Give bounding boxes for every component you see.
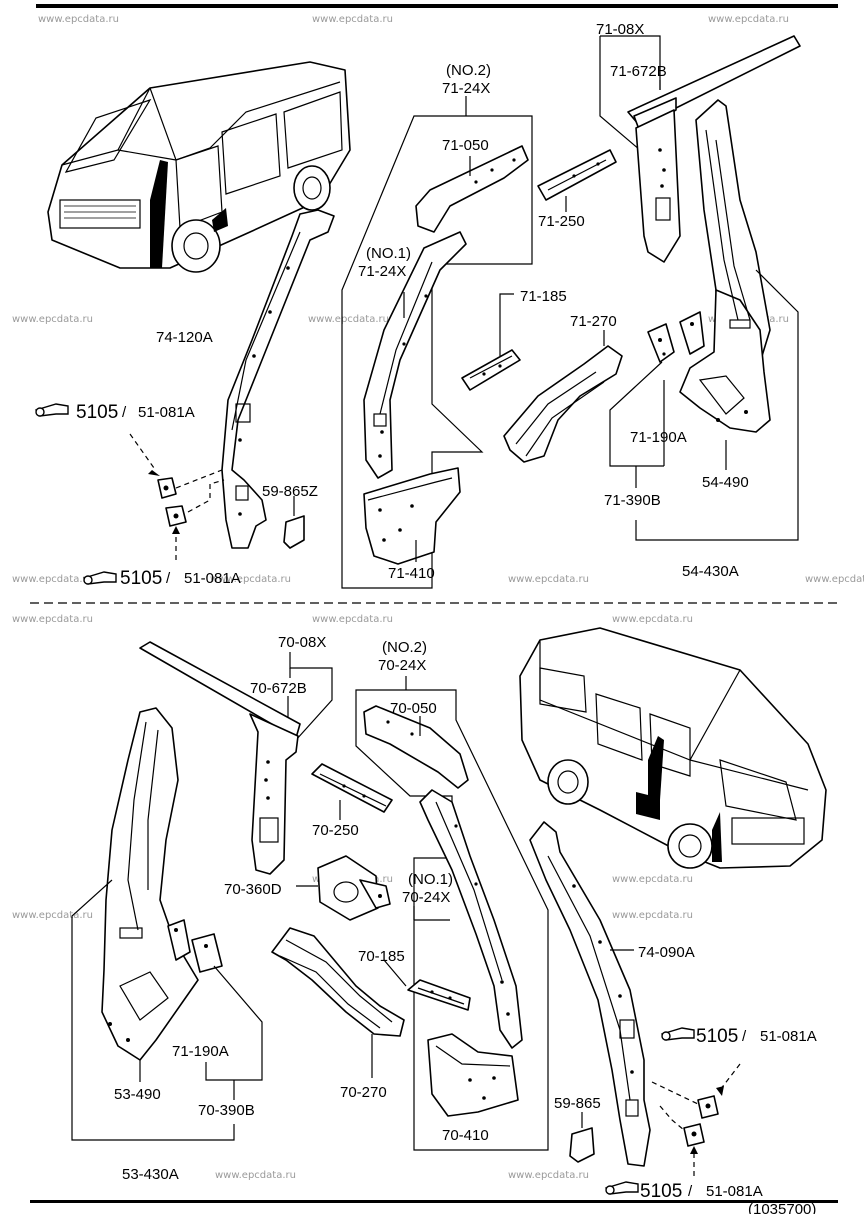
label-70-410[interactable]: 70-410 [442,1127,489,1144]
ref-num-bottom-2[interactable]: 5105 [640,1181,682,1202]
ref-sub-top-1[interactable]: 51-081A [138,404,195,421]
label-70-24x-no2[interactable]: 70-24X [378,657,426,674]
ref-slash-top-1: / [122,404,127,421]
label-54-490[interactable]: 54-490 [702,474,749,491]
part-54-490[interactable] [679,99,771,433]
footer-code: (1035700) [748,1201,816,1214]
label-71-190a[interactable]: 71-190A [630,429,687,446]
part-71-190a[interactable] [647,311,705,363]
part-70-270[interactable] [271,927,405,1037]
part-70-250[interactable] [311,763,393,813]
pointing-hand-icon [34,403,69,417]
label-no2-top: (NO.2) [446,62,491,79]
part-71-672b[interactable] [627,35,801,263]
label-53-430a[interactable]: 53-430A [122,1166,179,1183]
label-71-270[interactable]: 71-270 [570,313,617,330]
svg-text:www.epcdata.ru: www.epcdata.ru [12,314,93,325]
ref-num-top-1[interactable]: 5105 [76,402,118,423]
pointing-hand-icon [604,1181,639,1195]
svg-text:www.epcdata.ru: www.epcdata.ru [312,14,393,25]
label-59-865z[interactable]: 59-865Z [262,483,318,500]
svg-text:www.epcdata.ru: www.epcdata.ru [508,574,589,585]
part-70-360d[interactable] [317,855,391,921]
label-71-190a-bottom[interactable]: 71-190A [172,1043,229,1060]
label-70-360d[interactable]: 70-360D [224,881,282,898]
bottom-border [30,1200,838,1203]
clip-parts-top[interactable] [157,477,187,527]
top-border [36,4,838,8]
svg-text:www.epcdata.ru: www.epcdata.ru [210,574,291,585]
label-70-672b[interactable]: 70-672B [250,680,307,697]
label-71-390b[interactable]: 71-390B [604,492,661,509]
pointing-hand-icon [82,571,117,585]
label-59-865[interactable]: 59-865 [554,1095,601,1112]
label-no2-bottom: (NO.2) [382,639,427,656]
svg-text:www.epcdata.ru: www.epcdata.ru [12,614,93,625]
label-74-120a[interactable]: 74-120A [156,329,213,346]
part-71-190a-bottom[interactable] [167,919,223,973]
label-70-250[interactable]: 70-250 [312,822,359,839]
part-59-865[interactable] [569,1127,595,1163]
clip-parts-bottom[interactable] [683,1095,719,1147]
part-71-250[interactable] [537,149,617,201]
label-71-050[interactable]: 71-050 [442,137,489,154]
part-71-270[interactable] [503,345,623,463]
svg-text:www.epcdata.ru: www.epcdata.ru [612,614,693,625]
svg-text:www.epcdata.ru: www.epcdata.ru [508,1170,589,1181]
label-70-185[interactable]: 70-185 [358,948,405,965]
label-70-24x-no1[interactable]: 70-24X [402,889,450,906]
ref-slash-bottom-1: / [742,1028,747,1045]
part-70-410[interactable] [427,1033,519,1117]
part-71-24x-no1[interactable] [363,231,467,479]
ref-slash-bottom-2: / [688,1183,693,1200]
ref-num-bottom-1[interactable]: 5105 [696,1026,738,1047]
label-53-490[interactable]: 53-490 [114,1086,161,1103]
part-71-185[interactable] [461,349,521,391]
part-71-410[interactable] [363,467,461,565]
ref-sub-bottom-1[interactable]: 51-081A [760,1028,817,1045]
svg-text:www.epcdata.ru: www.epcdata.ru [312,614,393,625]
part-70-672b[interactable] [139,641,301,875]
ref-num-top-2[interactable]: 5105 [120,568,162,589]
van-illustration-left [47,61,351,273]
label-70-270[interactable]: 70-270 [340,1084,387,1101]
svg-text:www.epcdata.ru: www.epcdata.ru [215,1170,296,1181]
part-74-090a[interactable] [529,821,651,1167]
svg-text:www.epcdata.ru: www.epcdata.ru [805,574,864,585]
part-59-865z[interactable] [283,515,305,549]
part-74-120a[interactable] [221,209,335,549]
part-71-050[interactable] [415,145,529,233]
label-70-390b[interactable]: 70-390B [198,1102,255,1119]
label-71-185[interactable]: 71-185 [520,288,567,305]
svg-text:www.epcdata.ru: www.epcdata.ru [12,910,93,921]
label-71-24x-no1[interactable]: 71-24X [358,263,406,280]
ref-sub-top-2[interactable]: 51-081A [184,570,241,587]
svg-text:www.epcdata.ru: www.epcdata.ru [38,14,119,25]
label-71-410[interactable]: 71-410 [388,565,435,582]
label-no1-bottom: (NO.1) [408,871,453,888]
label-71-672b[interactable]: 71-672B [610,63,667,80]
part-70-185[interactable] [407,979,471,1011]
label-54-430a[interactable]: 54-430A [682,563,739,580]
ref-sub-bottom-2[interactable]: 51-081A [706,1183,763,1200]
svg-text:www.epcdata.ru: www.epcdata.ru [308,314,389,325]
pointing-hand-icon [660,1027,695,1041]
svg-text:www.epcdata.ru: www.epcdata.ru [612,910,693,921]
label-71-08x[interactable]: 71-08X [596,21,644,38]
part-53-490[interactable] [101,707,199,1061]
part-70-050[interactable] [363,705,469,789]
svg-text:www.epcdata.ru: www.epcdata.ru [708,14,789,25]
svg-text:www.epcdata.ru: www.epcdata.ru [12,574,93,585]
label-71-250[interactable]: 71-250 [538,213,585,230]
label-71-24x-no2[interactable]: 71-24X [442,80,490,97]
van-illustration-right [519,627,827,869]
label-74-090a[interactable]: 74-090A [638,944,695,961]
label-70-08x[interactable]: 70-08X [278,634,326,651]
label-no1-top: (NO.1) [366,245,411,262]
svg-text:www.epcdata.ru: www.epcdata.ru [612,874,693,885]
label-70-050[interactable]: 70-050 [390,700,437,717]
ref-slash-top-2: / [166,570,171,587]
part-70-24x-no1[interactable] [419,789,523,1049]
